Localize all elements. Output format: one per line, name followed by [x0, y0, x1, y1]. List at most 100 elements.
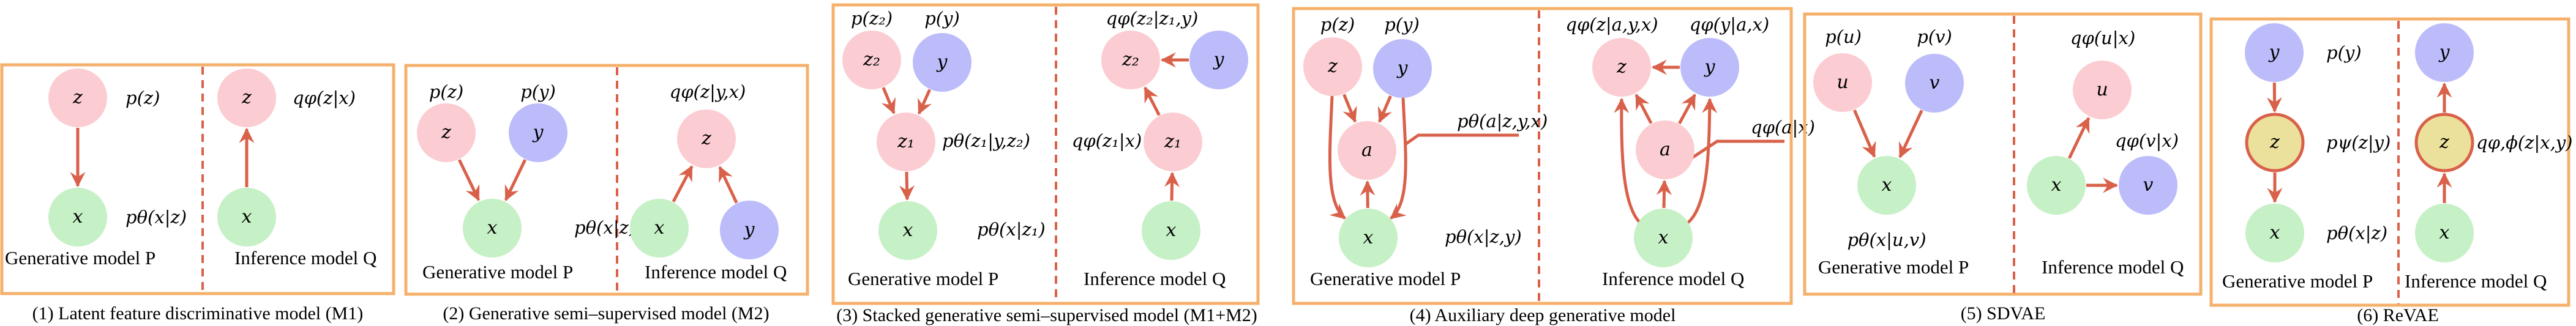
distribution-label: qφ,ϕ(z|x,y) [2476, 132, 2573, 153]
node-label-z1: z₁ [1164, 131, 1181, 152]
node-label-z: z [2439, 132, 2449, 153]
node-v [2119, 156, 2177, 215]
inference-model-label: Inference model Q [1602, 268, 1744, 289]
node-y [2245, 23, 2304, 82]
node-label-v: v [2143, 174, 2154, 196]
node-label-y: y [2438, 42, 2451, 63]
generative-model-label: Generative model P [2222, 270, 2373, 292]
inference-model-label: Inference model Q [234, 247, 376, 269]
node-x [463, 199, 522, 257]
node-label-z: z [2269, 132, 2280, 153]
node-a [1338, 121, 1396, 180]
node-label-x: x [242, 206, 252, 228]
distribution-label: p(v) [1917, 26, 1952, 47]
node-label-x: x [654, 217, 665, 239]
node-x [878, 201, 937, 260]
distribution-label: p(z₂) [851, 8, 893, 29]
node-z [2245, 113, 2305, 172]
node-label-x: x [2270, 222, 2280, 243]
distribution-label: qφ(y|a,x) [1690, 14, 1770, 35]
node-label-y: y [1396, 57, 1409, 79]
generative-model-label: Generative model P [422, 261, 573, 283]
distribution-label: qφ(z|x) [293, 87, 356, 108]
node-label-u: u [2096, 79, 2108, 100]
node-u [1813, 53, 1872, 112]
panel-border [1292, 7, 1793, 305]
node-a [1636, 120, 1694, 179]
generative-model-label: Generative model P [1310, 268, 1461, 289]
distribution-label: qφ(z|y,x) [670, 81, 746, 102]
node-x [1634, 209, 1693, 267]
panel-border [1803, 12, 2203, 296]
node-label-z: z [241, 87, 252, 108]
node-z [677, 109, 736, 168]
edge-y-to-z [718, 166, 738, 204]
distribution-label: qφ(z₁|x) [1072, 130, 1142, 151]
distribution-label: p(z) [429, 81, 463, 102]
panel-caption: (1) Latent feature discriminative model … [32, 303, 364, 324]
generative-model: zxp(z)pθ(x|z)Generative model P [5, 69, 187, 269]
node-x [1857, 156, 1916, 215]
edge-y-to-x [1390, 97, 1407, 220]
node-label-x: x [73, 206, 83, 228]
node-label-z: z [441, 122, 451, 143]
node-label-z: z [1327, 56, 1338, 77]
node-label-z2: z₂ [863, 49, 880, 70]
node-z [417, 103, 476, 162]
node-y [509, 103, 567, 162]
node-label-x: x [1363, 227, 1374, 248]
panel-caption: (2) Generative semi–supervised model (M2… [443, 303, 769, 324]
panel-caption: (4) Auxiliary deep generative model [1410, 305, 1676, 325]
inference-model-label: Inference model Q [645, 261, 787, 283]
node-label-y: y [532, 122, 544, 143]
generative-model-label: Generative model P [1818, 256, 1969, 278]
node-label-v: v [1930, 72, 1940, 94]
distribution-label: pθ(x|z) [125, 207, 187, 228]
node-label-y: y [936, 51, 948, 73]
node-z1 [877, 113, 935, 171]
edge-v-to-x [1898, 109, 1923, 158]
panel-caption: (5) SDVAE [1961, 303, 2046, 324]
node-z2 [842, 31, 901, 89]
node-x [1339, 209, 1398, 267]
distribution-label: p(z) [125, 87, 160, 108]
edge-y-to-a [1377, 95, 1392, 124]
distribution-label: qφ(z₂|z₁,y) [1106, 8, 1199, 29]
edge-x-to-z [672, 165, 694, 202]
node-z1 [1144, 113, 1202, 171]
node-z [2414, 113, 2474, 172]
node-y [720, 201, 779, 259]
node-label-z: z [72, 87, 83, 108]
node-z [217, 69, 276, 127]
edge-z2-to-z1 [881, 87, 896, 114]
node-label-z: z [701, 128, 711, 149]
node-x [1142, 201, 1200, 260]
panel-border [831, 3, 1260, 305]
annotation-leader-line [1691, 139, 1784, 160]
node-label-x: x [2439, 222, 2450, 243]
panel-border [404, 64, 809, 296]
inference-model-label: Inference model Q [2405, 270, 2547, 292]
distribution-label: pθ(z₁|y,z₂) [942, 130, 1030, 151]
inference-model: y z x qφ,ϕ(z|x,y) Inference model Q [2405, 23, 2573, 292]
node-y [1189, 31, 1248, 89]
distribution-label: qφ(z|a,y,x) [1565, 14, 1658, 35]
annotation-leader-line [1405, 133, 1519, 146]
node-z [48, 69, 107, 127]
distribution-label: qφ(v|x) [2115, 130, 2179, 151]
node-label-z1: z₁ [897, 131, 915, 152]
node-y [2415, 23, 2474, 82]
edge-z-to-x [457, 159, 481, 201]
node-label-x: x [1658, 227, 1669, 248]
inference-model-label: Inference model Q [1084, 268, 1226, 289]
